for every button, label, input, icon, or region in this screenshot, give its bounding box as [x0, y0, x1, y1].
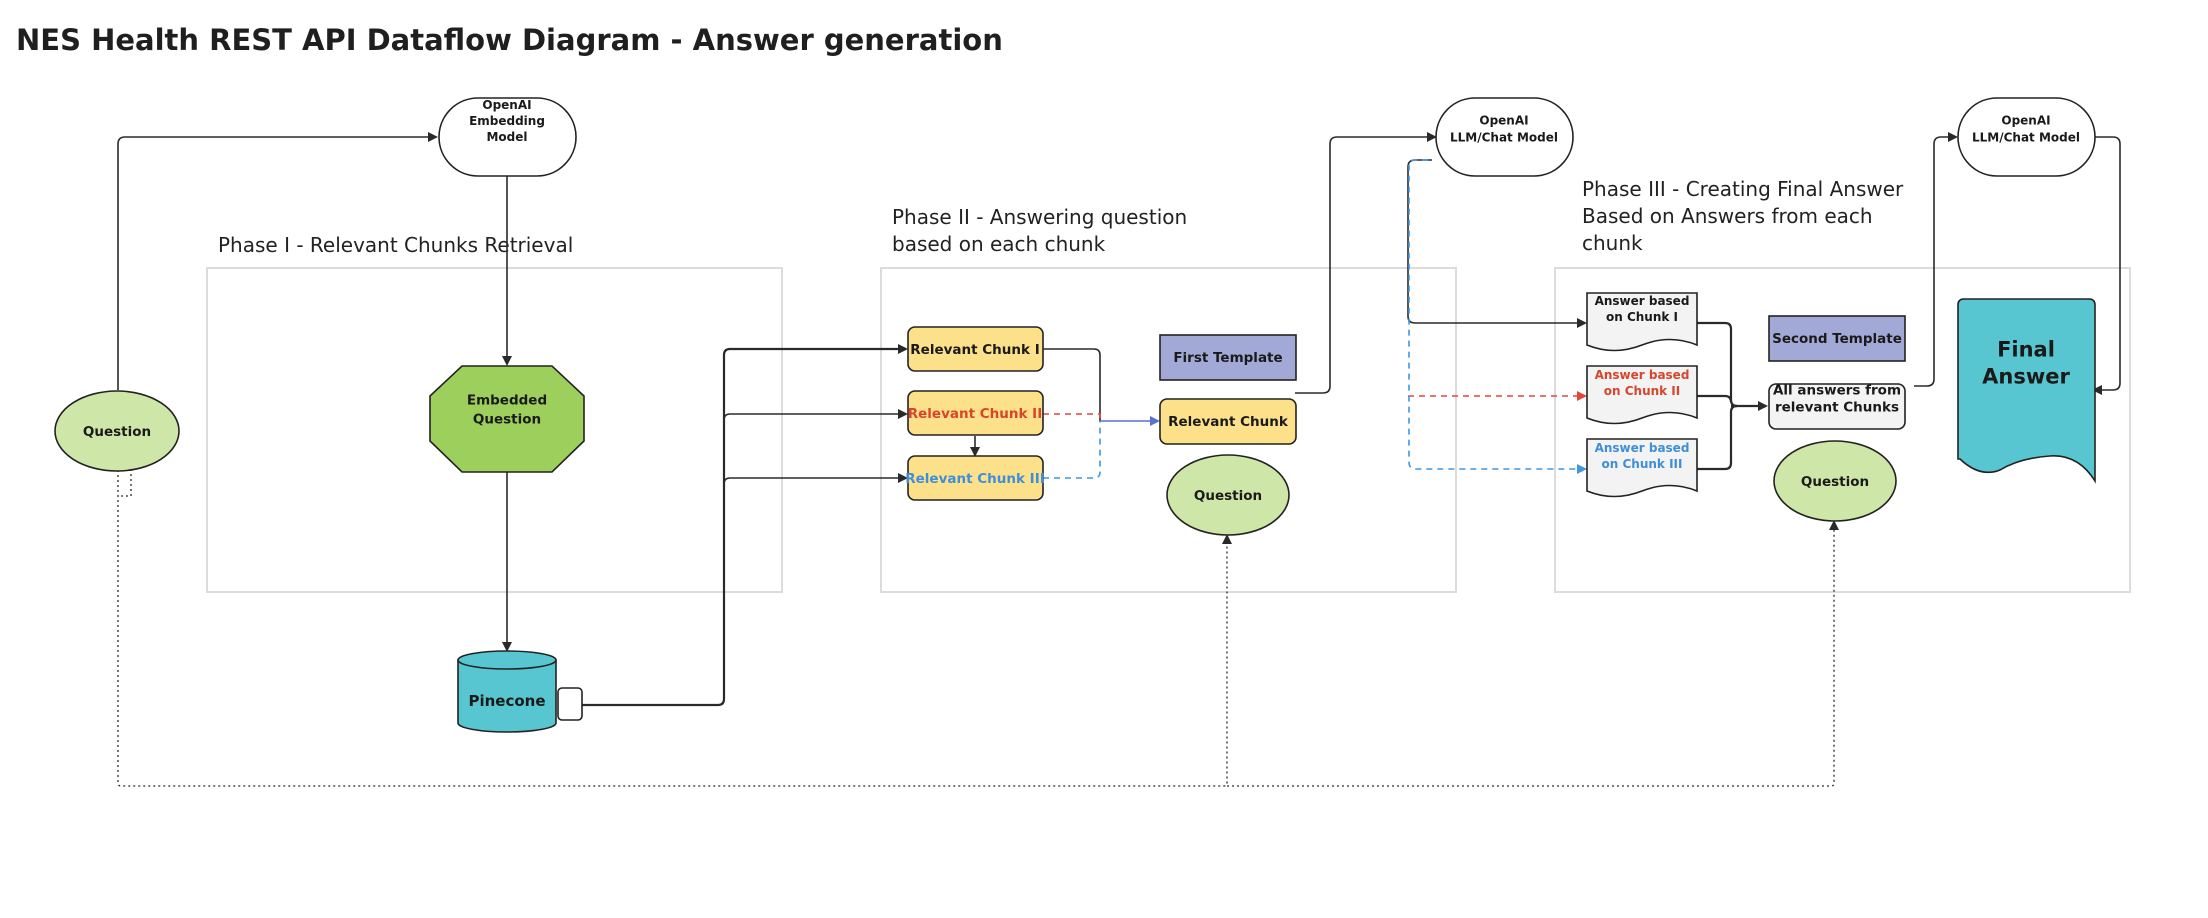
text-line: chunk	[1582, 231, 1643, 255]
text-line: First Template	[1173, 350, 1282, 366]
text-line: Question	[1801, 474, 1869, 490]
text-line: Answer based	[1595, 441, 1690, 455]
relevant-chunk-label: Relevant Chunk	[1168, 414, 1289, 430]
question-phase3-label: Question	[1801, 474, 1869, 490]
text-line: Model	[486, 130, 527, 144]
chunk2-label: Relevant Chunk II	[908, 406, 1042, 422]
text-line: Answer based	[1595, 294, 1690, 308]
question-phase2-node: Question	[1166, 454, 1290, 536]
text-line: OpenAI	[482, 98, 531, 112]
phase3-frame	[1554, 267, 2131, 593]
text-line: Relevant Chunk I	[910, 342, 1039, 358]
answer3-node: Answer based on Chunk III	[1586, 438, 1698, 498]
edge-relevant-to-llm1	[1295, 132, 1437, 394]
text-line: OpenAI	[1479, 114, 1528, 128]
edge-llm2-to-final	[2092, 136, 2121, 395]
edge-question-to-phase2-question	[117, 470, 1232, 787]
text-line: based on each chunk	[892, 232, 1106, 256]
edge-pinecone-to-chunk3	[723, 473, 908, 485]
chunk1-label: Relevant Chunk I	[910, 342, 1039, 358]
llm-model-1-node: OpenAI LLM/Chat Model	[1435, 97, 1574, 177]
text-line: Question	[1194, 488, 1262, 504]
edge-chunk2-to-relevant	[1043, 413, 1101, 421]
edge-chunk3-to-relevant	[1043, 421, 1101, 479]
chunk3-node[interactable]: Relevant Chunk III	[905, 455, 1045, 501]
text-line: Embedding	[469, 114, 545, 128]
edge-chunk1-to-relevant	[1043, 348, 1101, 421]
text-line: Answer	[1982, 365, 2070, 389]
chunk2-node[interactable]: Relevant Chunk II	[907, 390, 1044, 436]
phase2-frame	[880, 267, 1457, 593]
text-line: Based on Answers from each	[1582, 204, 1873, 228]
first-template-node: First Template	[1159, 334, 1297, 381]
llm-model-2-node: OpenAI LLM/Chat Model	[1957, 97, 2096, 177]
edge-pinecone-to-chunk1	[582, 344, 908, 707]
edge-llm1-to-answer3	[1408, 159, 1587, 474]
edge-answer2-to-all	[1695, 394, 1733, 403]
relevant-chunk-node: Relevant Chunk	[1159, 398, 1297, 445]
pinecone-node: Pinecone	[457, 650, 583, 733]
question-phase2-label: Question	[1194, 488, 1262, 504]
text-line: Pinecone	[468, 692, 545, 710]
text-line: Question	[473, 412, 541, 428]
text-line: Relevant Chunk	[1168, 414, 1289, 430]
text-line: Answer based	[1595, 368, 1690, 382]
second-template-node: Second Template	[1768, 315, 1906, 362]
chunk1-node[interactable]: Relevant Chunk I	[907, 326, 1044, 372]
text-line: All answers from	[1773, 383, 1901, 399]
edge-question-to-phase3-question	[1227, 520, 1839, 787]
text-line: LLM/Chat Model	[1972, 131, 2080, 145]
edge-llm1-to-answer1	[1407, 159, 1587, 328]
text-line: relevant Chunks	[1775, 400, 1899, 416]
text-line: Phase I - Relevant Chunks Retrieval	[218, 233, 573, 257]
text-line: Second Template	[1772, 331, 1902, 347]
text-line: on Chunk II	[1604, 384, 1681, 398]
text-line: on Chunk III	[1602, 457, 1683, 471]
edge-question-to-embedding	[117, 132, 438, 390]
phase1-frame	[206, 267, 783, 593]
edge-answer3-to-all	[1695, 404, 1738, 471]
answer2-label: Answer based on Chunk II	[1595, 368, 1690, 398]
answer1-node: Answer based on Chunk I	[1586, 292, 1698, 352]
text-line: LLM/Chat Model	[1450, 131, 1558, 145]
llm-model-1-label: OpenAI LLM/Chat Model	[1450, 114, 1558, 145]
pinecone-label: Pinecone	[468, 692, 545, 710]
text-line: Phase II - Answering question	[892, 205, 1187, 229]
text-line: Relevant Chunk II	[908, 406, 1042, 422]
text-line: Phase III - Creating Final Answer	[1582, 177, 1904, 201]
text-line: Embedded	[467, 393, 547, 409]
text-line: Final	[1997, 338, 2055, 362]
text-line: Relevant Chunk III	[905, 471, 1045, 487]
edge-question-stub	[118, 469, 132, 497]
question-start-label: Question	[83, 424, 151, 440]
llm-model-2-label: OpenAI LLM/Chat Model	[1972, 114, 2080, 145]
first-template-label: First Template	[1173, 350, 1282, 366]
question-phase3-node: Question	[1773, 440, 1897, 522]
answer1-label: Answer based on Chunk I	[1595, 294, 1690, 324]
chunk3-label: Relevant Chunk III	[905, 471, 1045, 487]
page-title: NES Health REST API Dataflow Diagram - A…	[16, 23, 1003, 57]
text-line: on Chunk I	[1606, 310, 1678, 324]
text-line: Question	[83, 424, 151, 440]
edge-all-to-llm2	[1914, 132, 1958, 387]
second-template-label: Second Template	[1772, 331, 1902, 347]
phase2-label: Phase II - Answering question based on ea…	[892, 205, 1187, 256]
text-line: OpenAI	[2001, 114, 2050, 128]
edge-answer1-to-all	[1695, 321, 1738, 408]
phase1-label: Phase I - Relevant Chunks Retrieval	[218, 233, 573, 257]
answer3-label: Answer based on Chunk III	[1595, 441, 1690, 471]
answer2-node: Answer based on Chunk II	[1586, 365, 1698, 425]
question-start-node: Question	[54, 390, 180, 472]
edge-pinecone-to-chunk2	[723, 409, 908, 421]
